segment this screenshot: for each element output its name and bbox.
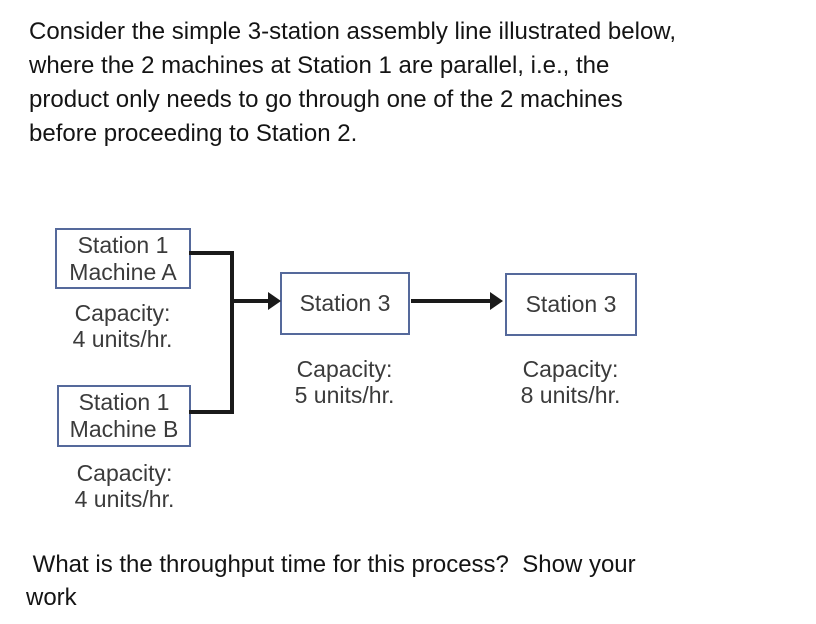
station-right-box: Station 3 xyxy=(505,273,637,336)
station-right-capacity: Capacity: 8 units/hr. xyxy=(488,356,653,408)
station-middle-capacity: Capacity: 5 units/hr. xyxy=(262,356,427,408)
arrow-middle-to-right-shaft xyxy=(411,299,492,303)
question-intro-paragraph: Consider the simple 3-station assembly l… xyxy=(29,18,676,147)
station1-machine-b-line1: Station 1 xyxy=(78,389,170,415)
capacity-label: Capacity: xyxy=(74,300,171,326)
capacity-label: Capacity: xyxy=(296,356,393,382)
capacity-value: 4 units/hr. xyxy=(72,326,173,352)
station1-machine-a-capacity: Capacity: 4 units/hr. xyxy=(40,300,205,352)
question-prompt: What is the throughput time for this pro… xyxy=(26,551,636,611)
capacity-label: Capacity: xyxy=(522,356,619,382)
arrowhead-right-icon xyxy=(268,292,281,310)
station1-machine-b-box: Station 1 Machine B xyxy=(57,385,191,447)
station1-machine-a-line2: Machine A xyxy=(69,258,177,285)
arrowhead-right-icon xyxy=(490,292,503,310)
station-right-label: Station 3 xyxy=(525,291,617,317)
station-middle-label: Station 3 xyxy=(299,290,391,316)
capacity-label: Capacity: xyxy=(76,460,173,486)
station-middle-box: Station 3 xyxy=(280,272,410,335)
station1-machine-b-capacity: Capacity: 4 units/hr. xyxy=(42,460,207,512)
capacity-value: 5 units/hr. xyxy=(294,382,395,408)
capacity-value: 4 units/hr. xyxy=(74,486,175,512)
connector-machine-b-to-merge xyxy=(189,410,233,414)
connector-machine-a-to-merge xyxy=(189,251,233,255)
station1-machine-a-line1: Station 1 xyxy=(77,231,169,258)
station1-machine-b-line2: Machine B xyxy=(69,416,179,442)
arrow-merge-to-middle-shaft xyxy=(230,299,270,303)
capacity-value: 8 units/hr. xyxy=(520,382,621,408)
station1-machine-a-box: Station 1 Machine A xyxy=(55,228,191,289)
connector-merge-vertical xyxy=(230,251,234,414)
